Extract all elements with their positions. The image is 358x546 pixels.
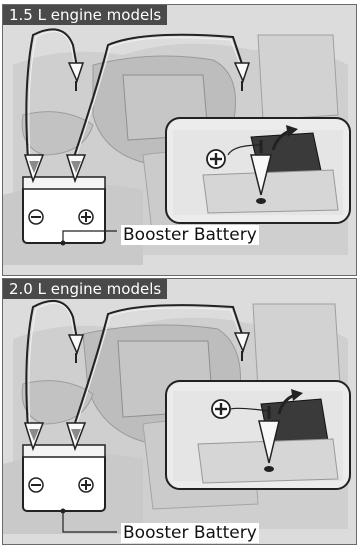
- plus-terminal-icon: [79, 210, 93, 224]
- plus-terminal-icon: [212, 400, 230, 418]
- plus-terminal-icon: [207, 150, 225, 168]
- engine-bay-illustration: [3, 279, 356, 544]
- battery-terminal-inset: [166, 118, 350, 223]
- panel-title: 1.5 L engine models: [3, 5, 167, 25]
- panel-2-0l-engine: 2.0 L engine models Booster Battery: [2, 278, 357, 545]
- plus-terminal-icon: [79, 478, 93, 492]
- panel-title: 2.0 L engine models: [3, 279, 167, 299]
- minus-terminal-icon: [29, 210, 43, 224]
- battery-terminal-inset: [166, 381, 350, 489]
- booster-battery-label: Booster Battery: [121, 225, 259, 245]
- booster-battery-label: Booster Battery: [121, 523, 259, 543]
- panel-1-5l-engine: 1.5 L engine models Booster Battery: [2, 4, 357, 276]
- minus-terminal-icon: [29, 478, 43, 492]
